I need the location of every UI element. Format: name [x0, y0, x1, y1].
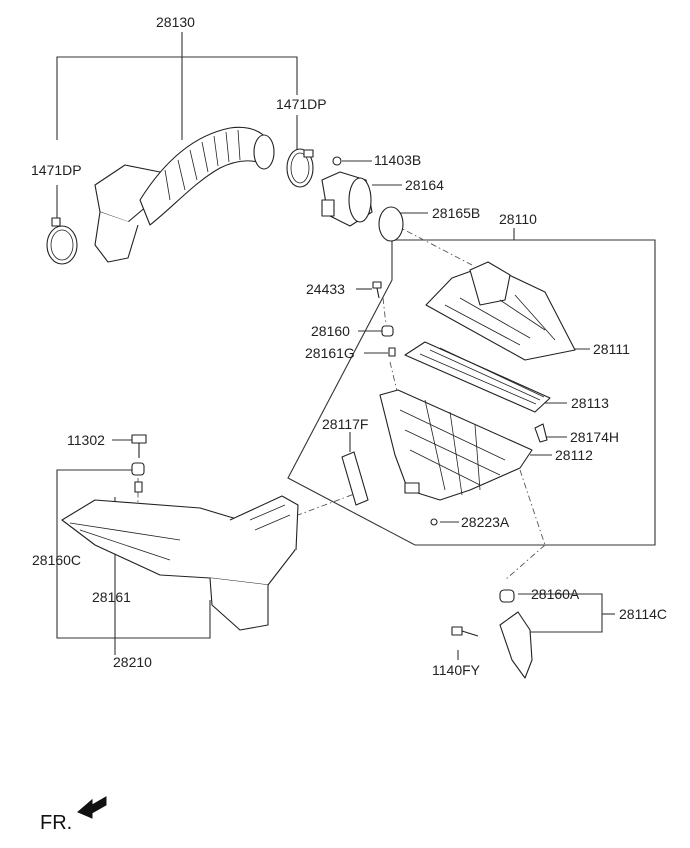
label-24433: 24433 [306, 281, 345, 297]
label-28117f: 28117F [322, 416, 369, 432]
label-28165b: 28165B [432, 205, 481, 221]
screw [332, 156, 342, 166]
filter-element [404, 341, 551, 413]
label-1471dp-right: 1471DP [276, 96, 327, 112]
label-28161g: 28161G [305, 345, 355, 361]
air-intake-hose [94, 126, 275, 263]
bracket-28114c [499, 611, 533, 679]
air-duct [61, 495, 299, 631]
label-11403b: 11403B [374, 152, 422, 168]
label-28160c: 28160C [32, 552, 82, 568]
label-28111: 28111 [593, 341, 630, 357]
grommet-28160a [499, 589, 515, 603]
label-28113: 28113 [571, 395, 609, 411]
label-11302: 11302 [67, 432, 105, 448]
label-1471dp-left: 1471DP [31, 162, 82, 178]
hose-clamp-right [286, 148, 314, 188]
label-28161: 28161 [92, 589, 131, 605]
bolt-1140fy [451, 626, 479, 637]
front-arrow-icon [77, 796, 107, 819]
gasket [341, 451, 369, 506]
clip-28174h [534, 423, 548, 443]
grommet-28160c [131, 462, 145, 476]
air-cleaner-body [379, 389, 533, 501]
label-28210: 28210 [113, 654, 152, 670]
label-28160: 28160 [311, 323, 350, 339]
label-28114c: 28114C [619, 606, 668, 622]
label-28174h: 28174H [570, 429, 620, 445]
label-28223a: 28223A [461, 514, 510, 530]
hose-clamp-left [46, 217, 78, 265]
air-flow-sensor [321, 171, 373, 227]
screw-28223a [430, 518, 438, 526]
label-1140fy: 1140FY [432, 662, 480, 678]
front-direction-label: FR. [40, 812, 73, 834]
bolt-24433 [372, 281, 382, 299]
pin-28161g [388, 347, 396, 357]
pin-28161 [134, 481, 143, 493]
label-28160a: 28160A [531, 586, 580, 602]
air-cleaner-cover [425, 261, 576, 361]
label-28164: 28164 [405, 177, 444, 193]
bolt-11302 [131, 434, 147, 458]
grommet-28160 [381, 325, 394, 337]
o-ring [378, 206, 404, 242]
label-28130: 28130 [156, 14, 195, 30]
label-28110: 28110 [499, 211, 537, 227]
label-28112: 28112 [555, 447, 593, 463]
